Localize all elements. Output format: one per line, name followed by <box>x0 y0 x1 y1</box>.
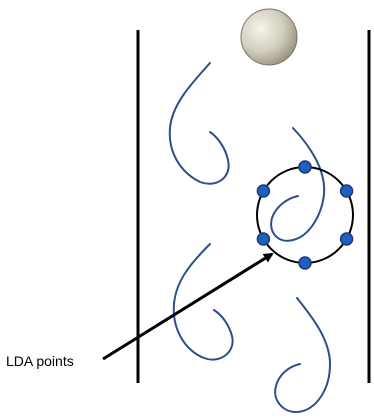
lda-point <box>339 184 354 198</box>
vortex-curve-upper-left <box>168 62 230 185</box>
lda-point <box>298 160 312 174</box>
vortex-curve-lower-left <box>172 243 234 361</box>
lda-points-group <box>256 160 354 270</box>
lda-measurement-circle <box>256 166 354 264</box>
vortex-curve-center <box>270 127 326 242</box>
lda-point <box>256 232 271 246</box>
particle-sphere <box>240 8 298 66</box>
lda-point <box>298 256 312 270</box>
vortex-curve-lower-right <box>274 297 332 414</box>
annotation-arrow <box>102 252 274 361</box>
vortex-wake <box>168 62 332 414</box>
lda-points-label: LDA points <box>6 353 74 369</box>
lda-point <box>339 232 354 246</box>
lda-point <box>256 184 271 198</box>
